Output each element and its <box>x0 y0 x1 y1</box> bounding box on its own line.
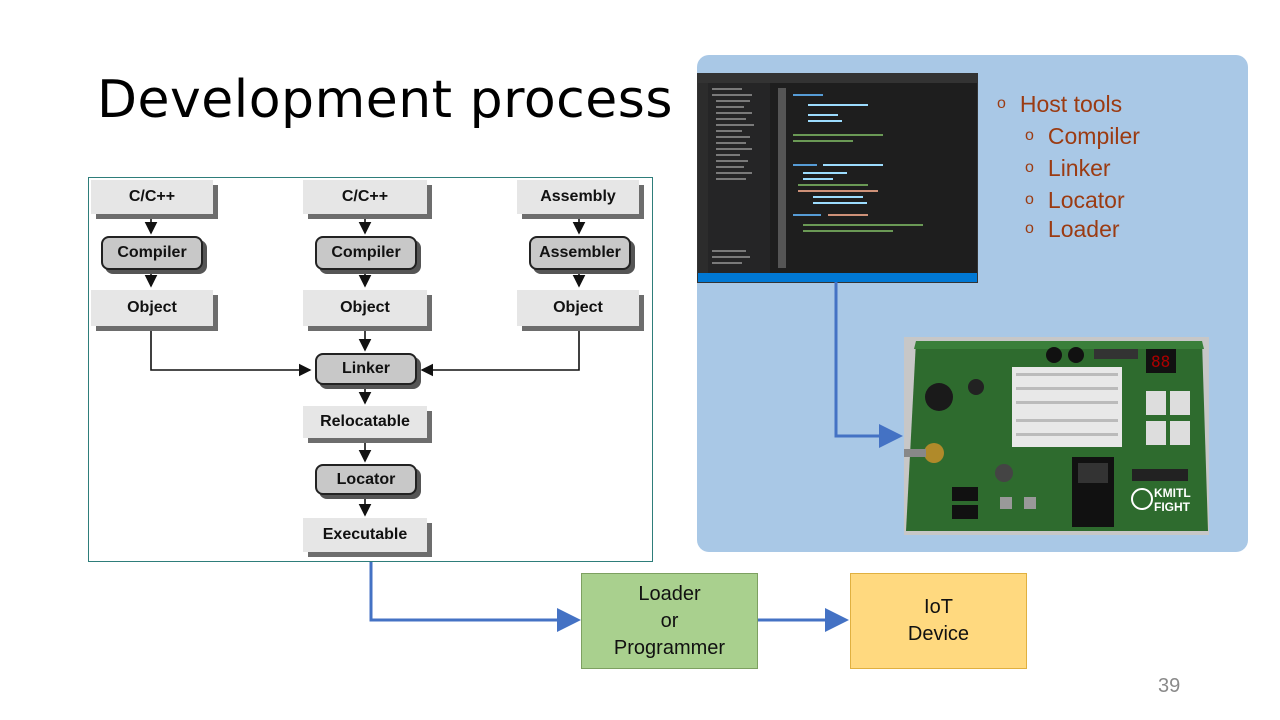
loader-line2: or <box>660 609 679 632</box>
host-tool-item: o Compiler <box>1025 120 1140 152</box>
source-cpp-2: C/C++ <box>303 180 427 214</box>
build-flow-diagram: C/C++ C/C++ Assembly Compiler Compiler A… <box>88 177 653 562</box>
circle-bullet-icon: o <box>997 95 1006 112</box>
object-1: Object <box>91 290 213 326</box>
loader-line1: Loader <box>638 582 701 605</box>
locator-node: Locator <box>315 464 417 495</box>
host-tool-item: o Loader <box>1025 213 1140 245</box>
host-tool-label: Compiler <box>1047 123 1140 149</box>
assembler-node: Assembler <box>529 236 631 270</box>
host-tools-heading: o Host tools <box>997 88 1140 120</box>
host-tools-list: o Host tools o Compiler o Linker o Locat… <box>997 88 1140 245</box>
dev-board-image: 88 KMITL FIGHT <box>904 337 1209 535</box>
host-tool-item: o Locator <box>1025 184 1140 216</box>
circle-bullet-icon: o <box>1025 159 1034 176</box>
compiler-node-1: Compiler <box>101 236 203 270</box>
flow-connectors <box>144 216 586 517</box>
iot-line2: Device <box>907 623 970 645</box>
host-tool-item: o Linker <box>1025 152 1140 184</box>
host-tool-label: Loader <box>1047 216 1120 242</box>
loader-line3: Programmer <box>613 636 726 659</box>
object-2: Object <box>303 290 427 326</box>
loader-programmer-box: Loader or Programmer <box>581 573 758 669</box>
iot-device-box: IoT Device <box>850 573 1027 669</box>
linker-node: Linker <box>315 353 417 385</box>
board-logo-line1: KMITL <box>1154 486 1191 500</box>
svg-text:88: 88 <box>1151 352 1170 371</box>
circle-bullet-icon: o <box>1025 220 1034 237</box>
board-logo-line2: FIGHT <box>1154 500 1191 514</box>
circle-bullet-icon: o <box>1025 127 1034 144</box>
host-tools-heading-text: Host tools <box>1019 91 1123 117</box>
ide-screenshot-graphic <box>698 74 977 282</box>
source-cpp-1: C/C++ <box>91 180 213 214</box>
relocatable-node: Relocatable <box>303 406 427 438</box>
compiler-node-2: Compiler <box>315 236 417 270</box>
host-tool-label: Linker <box>1047 155 1111 181</box>
dev-board-graphic: 88 KMITL FIGHT <box>904 341 1208 531</box>
host-tool-label: Locator <box>1047 187 1125 213</box>
source-assembly: Assembly <box>517 180 639 214</box>
page-number: 39 <box>1158 675 1181 697</box>
iot-line1: IoT <box>924 596 953 618</box>
circle-bullet-icon: o <box>1025 191 1034 208</box>
executable-node: Executable <box>303 518 427 552</box>
object-3: Object <box>517 290 639 326</box>
slide-title: Development process <box>97 70 673 130</box>
ide-screenshot <box>697 73 978 283</box>
